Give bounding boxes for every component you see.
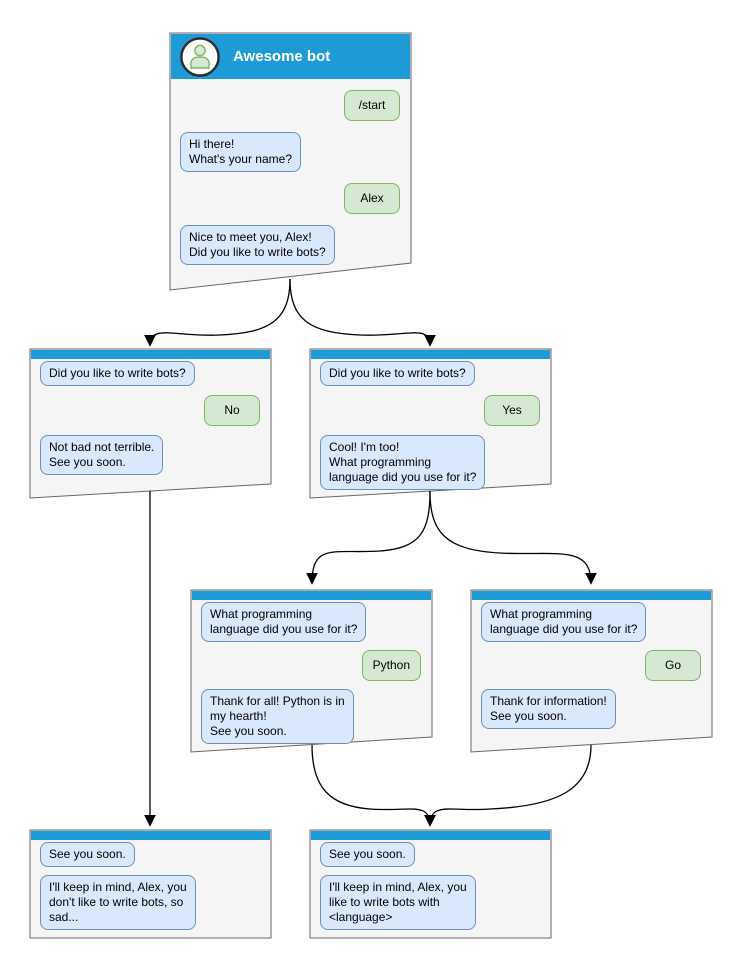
chat-window-branch-go: What programming language did you use fo… [471,590,712,737]
user-message-bubble: /start [344,90,400,121]
bot-message-bubble: See you soon. [40,842,135,867]
bot-message-bubble: What programming language did you use fo… [201,602,367,642]
connector-python-to-end [311,744,436,827]
chat-window-branch-yes: Did you like to write bots? Yes Cool! I'… [310,349,551,499]
bot-message-bubble: Did you like to write bots? [320,361,475,386]
bot-message-bubble: I'll keep in mind, Alex, you don't like … [40,875,196,930]
window-titlebar [472,591,711,600]
bot-message-bubble: Did you like to write bots? [40,361,195,386]
message-list: See you soon. I'll keep in mind, Alex, y… [30,840,271,938]
message-list: Did you like to write bots? No Not bad n… [30,359,271,484]
window-titlebar [31,350,270,359]
connector-main-to-no [144,278,291,347]
user-message-bubble: No [204,395,260,426]
bot-message-bubble: I'll keep in mind, Alex, you like to wri… [320,875,476,930]
bot-name-title: Awesome bot [233,48,331,65]
message-list: What programming language did you use fo… [471,600,712,737]
bot-message-bubble: Thank for information! See you soon. [481,689,616,729]
message-list: /start Hi there! What's your name? Alex … [170,79,411,276]
message-list: What programming language did you use fo… [191,600,432,752]
window-titlebar [31,831,270,840]
bot-message-bubble: Hi there! What's your name? [180,132,302,172]
window-titlebar [192,591,431,600]
chat-window-branch-python: What programming language did you use fo… [191,590,432,752]
bot-message-bubble: Nice to meet you, Alex! Did you like to … [180,225,335,265]
connector-main-to-yes [289,278,436,347]
bot-message-bubble: See you soon. [320,842,415,867]
window-titlebar [311,831,550,840]
connector-yes-to-python [306,490,431,585]
connector-yes-to-go [429,490,597,585]
chat-window-end-yes: See you soon. I'll keep in mind, Alex, y… [310,830,551,938]
user-message-bubble: Alex [344,183,400,214]
bot-message-bubble: Cool! I'm too! What programming language… [320,435,486,490]
connector-go-to-end [424,744,592,827]
window-titlebar [311,350,550,359]
bot-message-bubble: Thank for all! Python is in my hearth! S… [201,689,354,744]
bot-avatar-icon [180,36,220,77]
chat-window-end-no: See you soon. I'll keep in mind, Alex, y… [30,830,271,938]
bot-message-bubble: Not bad not terrible. See you soon. [40,435,164,475]
user-message-bubble: Python [361,650,421,681]
bot-message-bubble: What programming language did you use fo… [481,602,647,642]
chat-window-main: Awesome bot /start Hi there! What's your… [170,33,411,276]
chat-window-branch-no: Did you like to write bots? No Not bad n… [30,349,271,484]
user-message-bubble: Go [645,650,701,681]
message-list: Did you like to write bots? Yes Cool! I'… [310,359,551,499]
message-list: See you soon. I'll keep in mind, Alex, y… [310,840,551,938]
user-message-bubble: Yes [484,395,540,426]
chat-header: Awesome bot [171,34,410,79]
